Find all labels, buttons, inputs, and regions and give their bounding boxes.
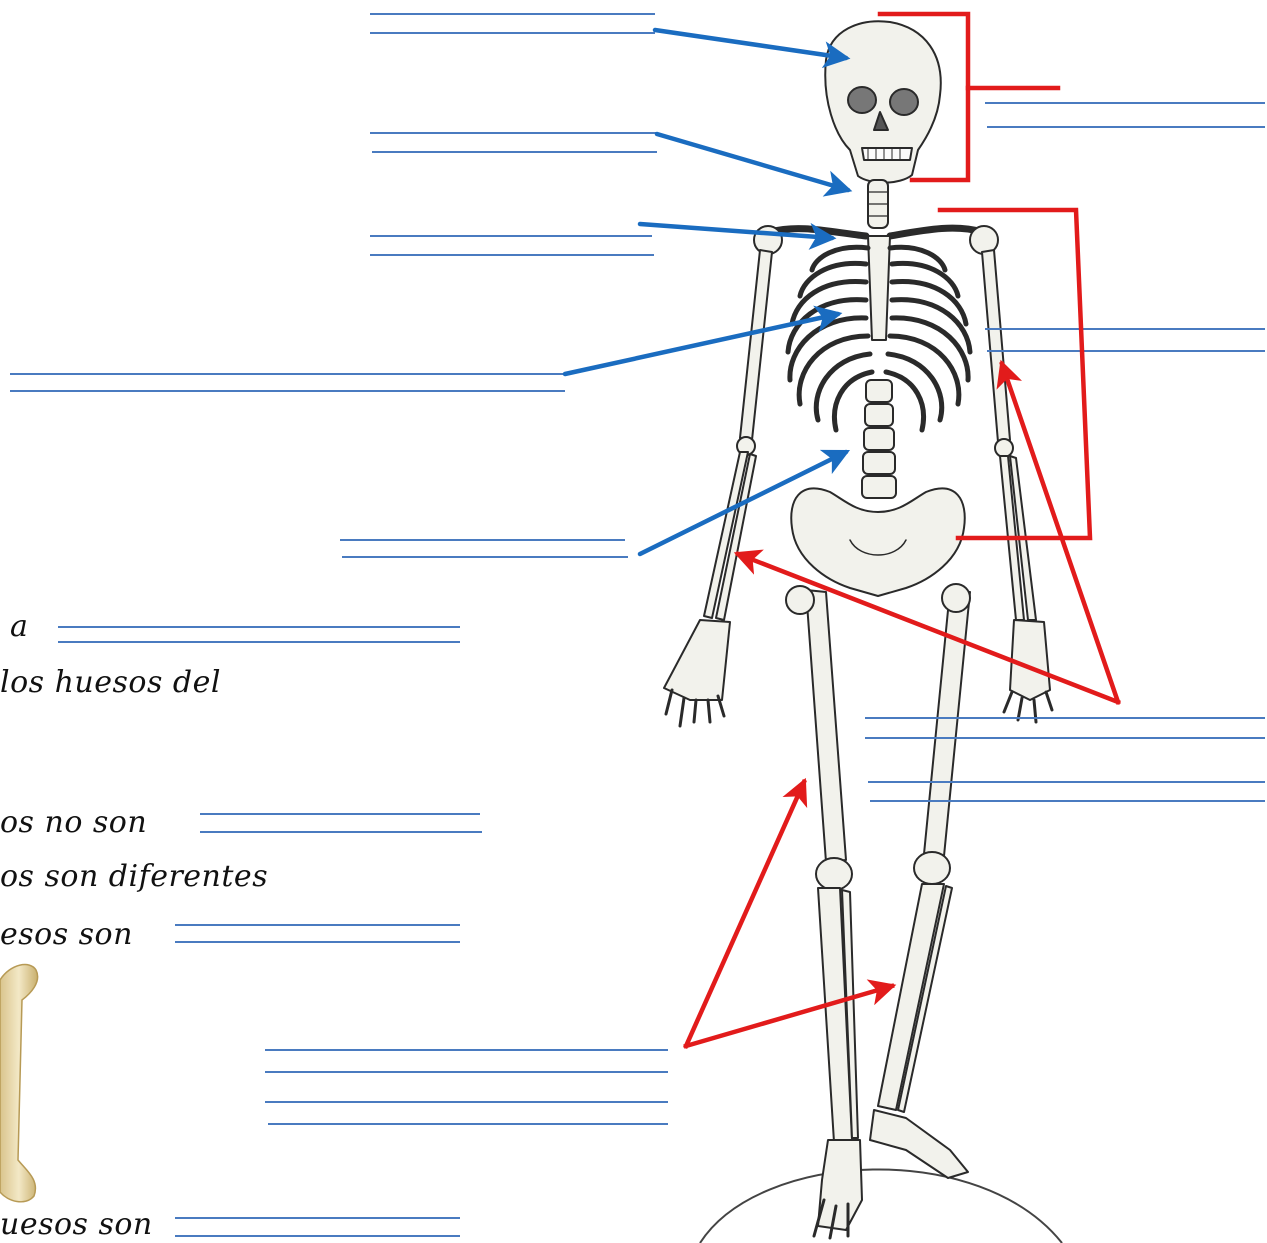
answer-line-text-3 <box>175 925 460 942</box>
answer-line-text-1 <box>58 627 460 642</box>
humerus-left <box>982 250 1010 442</box>
arrow-leg-left <box>686 986 892 1046</box>
humerus-right <box>740 250 772 440</box>
pelvis <box>791 488 964 596</box>
answer-lines <box>10 14 1265 1236</box>
answer-line-trunk-group <box>985 329 1265 351</box>
arrow-neck <box>657 134 848 190</box>
answer-line-extremities-1 <box>865 718 1265 738</box>
answer-line-skull <box>370 14 655 33</box>
arrow-leg-right <box>686 782 804 1046</box>
eye-socket-left <box>890 89 918 115</box>
kneecap-right <box>816 858 852 890</box>
spinal-column <box>862 380 896 498</box>
foot-right <box>818 1140 862 1230</box>
answer-line-head-group <box>985 103 1265 127</box>
ground-globe <box>700 1169 1062 1243</box>
arrow-skull <box>655 30 846 58</box>
answer-line-text-4 <box>175 1218 460 1236</box>
blue-arrows <box>565 30 848 554</box>
answer-line-legs-2 <box>265 1102 668 1124</box>
teeth <box>862 148 912 160</box>
answer-line-spine <box>340 540 628 557</box>
sternum <box>868 236 890 340</box>
arrow-ribs <box>565 314 838 374</box>
hand-right <box>664 620 730 700</box>
answer-line-neck <box>370 133 657 152</box>
eye-socket-right <box>848 87 876 113</box>
answer-line-ribs <box>10 374 565 391</box>
foot-left <box>870 1110 968 1178</box>
answer-line-text-2 <box>200 814 482 832</box>
femur-right <box>806 590 846 862</box>
kneecap-left <box>914 852 950 884</box>
answer-line-extremities-2 <box>868 782 1265 801</box>
answer-line-legs-1 <box>265 1050 668 1072</box>
answer-line-clavicle <box>370 236 654 255</box>
clavicle-left <box>890 228 982 236</box>
skeleton-icon <box>664 21 1052 1238</box>
